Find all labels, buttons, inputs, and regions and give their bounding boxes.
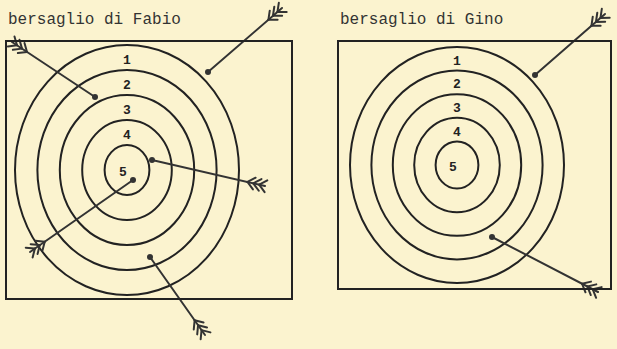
ring-score-box: 4 — [121, 126, 133, 144]
ring-score: 5 — [117, 166, 129, 180]
ring-score: 5 — [447, 161, 459, 175]
target-title: bersaglio di Gino — [340, 11, 503, 29]
ring-score-box: 2 — [451, 75, 463, 93]
target-square: bersaglio di Gino — [337, 40, 612, 290]
ring-score-box: 1 — [121, 51, 133, 69]
ring-score-box: 4 — [451, 123, 463, 141]
ring-score: 3 — [451, 102, 463, 116]
ring-score: 1 — [121, 54, 133, 68]
arrow-tips — [92, 69, 538, 260]
ring-score: 4 — [451, 126, 463, 140]
ring-score: 2 — [121, 79, 133, 93]
ring-score: 3 — [121, 104, 133, 118]
ring-score-box: 3 — [451, 99, 463, 117]
ring-score: 4 — [121, 129, 133, 143]
ring-score-box: 5 — [447, 158, 459, 176]
target-square: bersaglio di Fabio — [5, 40, 293, 300]
ring-score-box: 5 — [117, 163, 129, 181]
target-rings — [15, 45, 564, 295]
ring-score-box: 1 — [451, 52, 463, 70]
ring-score-box: 3 — [121, 101, 133, 119]
target-title: bersaglio di Fabio — [8, 11, 181, 29]
ring-score-box: 2 — [121, 76, 133, 94]
ring-score: 1 — [451, 55, 463, 69]
arrows — [12, 8, 605, 335]
ring-score: 2 — [451, 78, 463, 92]
